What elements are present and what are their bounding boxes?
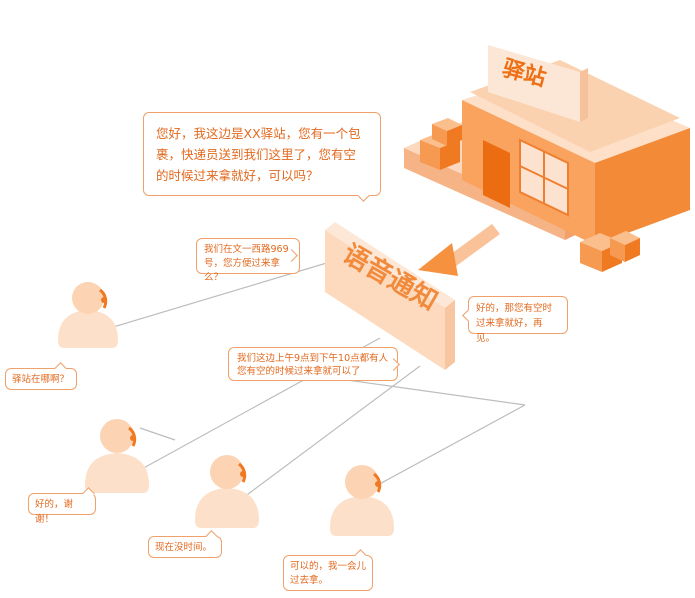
bubble-address: 我们在文一西路969 号，您方便过来拿么？ <box>196 238 300 283</box>
bubble-ok: 可以的，我一会儿 过去拿。 <box>283 549 373 591</box>
station-building <box>404 45 690 245</box>
bubble-where-text: 驿站在哪啊？ <box>12 374 70 385</box>
voice-notification-panel <box>325 222 455 370</box>
bubble-busy-text: 现在没时间。 <box>155 542 213 553</box>
package-boxes-left <box>420 118 462 170</box>
bubble-thanks-text: 好的，谢谢！ <box>35 499 74 525</box>
bubble-farewell: 好的，那您有空时 过来拿就好，再见。 <box>462 296 568 344</box>
bubble-address-text: 我们在文一西路969 号，您方便过来拿么？ <box>204 244 289 283</box>
person-3 <box>195 455 259 528</box>
bubble-where: 驿站在哪啊？ <box>5 362 77 390</box>
arrow-icon <box>418 224 500 276</box>
bubble-station-greeting-text: 您好，我这边是XX驿站，您有一个包 裹，快递员送到我们这里了，您有空 的时候过来… <box>156 126 361 183</box>
package-boxes-right <box>580 231 640 272</box>
person-1 <box>58 282 118 348</box>
person-4 <box>330 465 394 536</box>
bubble-busy: 现在没时间。 <box>148 530 222 558</box>
bubble-hours-text: 我们这边上午9点到下午10点都有人 您有空的时候过来拿就可以了 <box>237 353 389 377</box>
bubble-thanks: 好的，谢谢！ <box>28 487 96 525</box>
bubble-ok-text: 可以的，我一会儿 过去拿。 <box>290 561 367 586</box>
bubble-hours: 我们这边上午9点到下午10点都有人 您有空的时候过来拿就可以了 <box>228 347 400 381</box>
connector-lines <box>109 261 526 501</box>
bubble-station-greeting: 您好，我这边是XX驿站，您有一个包 裹，快递员送到我们这里了，您有空 的时候过来… <box>143 112 381 202</box>
bubble-farewell-text: 好的，那您有空时 过来拿就好，再见。 <box>476 303 553 344</box>
person-2 <box>85 419 149 493</box>
